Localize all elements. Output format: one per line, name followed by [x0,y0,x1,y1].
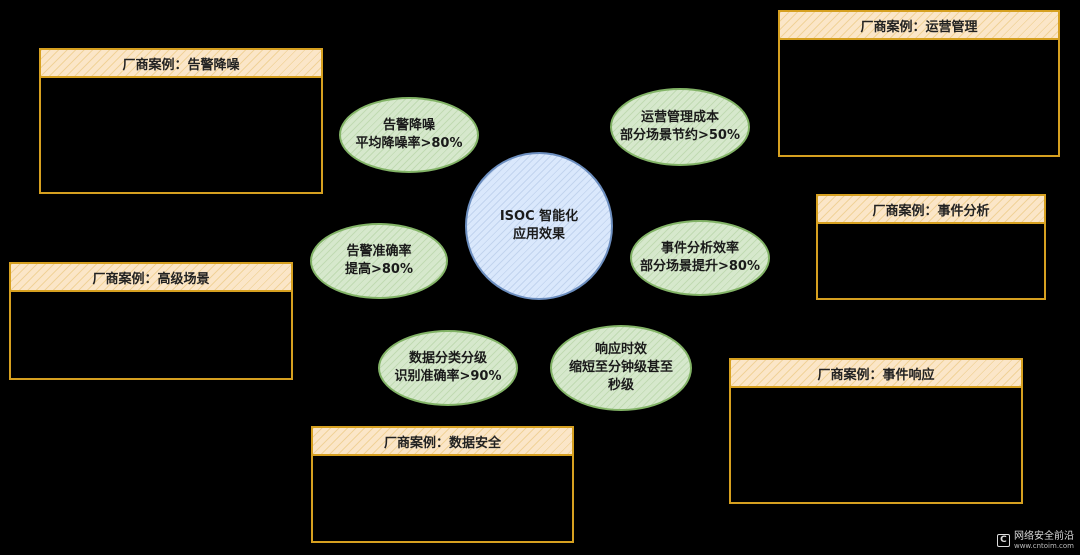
case-box-advanced-scenario: 厂商案例：高级场景 [9,262,293,380]
effect-line-1: 告警准确率 [346,244,412,259]
effect-bubble-event-analysis: 事件分析效率 部分场景提升>80% [630,220,770,296]
effect-line-1: 告警降噪 [382,118,435,133]
center-line-1: ISOC 智能化 [499,209,579,224]
effect-line-2: 缩短至分钟级甚至 [568,360,673,375]
watermark-text: 网络安全前沿 www.cntoim.com [1014,531,1074,550]
case-box-alert-noise: 厂商案例：告警降噪 [39,48,323,194]
effect-line-2: 部分场景节约>50% [619,128,740,143]
case-title-event-response: 厂商案例：事件响应 [731,360,1021,388]
watermark-url: www.cntoim.com [1013,542,1074,550]
effect-line-1: 运营管理成本 [640,110,719,125]
case-title-advanced-scenario: 厂商案例：高级场景 [11,264,291,292]
effect-line-3: 秒级 [607,378,634,393]
case-title-data-security: 厂商案例：数据安全 [313,428,572,456]
case-title-alert-noise: 厂商案例：告警降噪 [41,50,321,78]
effect-line-1: 数据分类分级 [408,351,487,366]
watermark-name: 网络安全前沿 [1013,531,1074,542]
center-line-2: 应用效果 [512,227,565,242]
effect-bubble-data-classification: 数据分类分级 识别准确率>90% [378,330,518,406]
case-box-event-analysis: 厂商案例：事件分析 [816,194,1046,300]
case-title-event-analysis: 厂商案例：事件分析 [818,196,1044,224]
effect-bubble-alert-accuracy: 告警准确率 提高>80% [310,223,448,299]
effect-line-2: 平均降噪率>80% [355,136,463,151]
case-box-data-security: 厂商案例：数据安全 [311,426,574,543]
watermark: C 网络安全前沿 www.cntoim.com [996,531,1074,550]
center-bubble: ISOC 智能化 应用效果 [465,152,613,300]
effect-line-2: 部分场景提升>80% [639,259,760,274]
case-box-operations: 厂商案例：运营管理 [778,10,1060,157]
effect-line-1: 响应时效 [594,342,647,357]
effect-bubble-response-time: 响应时效 缩短至分钟级甚至 秒级 [550,325,692,411]
effect-line-2: 识别准确率>90% [394,369,502,384]
effect-line-1: 事件分析效率 [660,241,739,256]
case-title-operations: 厂商案例：运营管理 [780,12,1058,40]
effect-bubble-operations-cost: 运营管理成本 部分场景节约>50% [610,88,750,166]
effect-bubble-alert-noise: 告警降噪 平均降噪率>80% [339,97,479,173]
case-box-event-response: 厂商案例：事件响应 [729,358,1023,504]
effect-line-2: 提高>80% [344,262,413,277]
watermark-logo-icon: C [996,534,1010,547]
